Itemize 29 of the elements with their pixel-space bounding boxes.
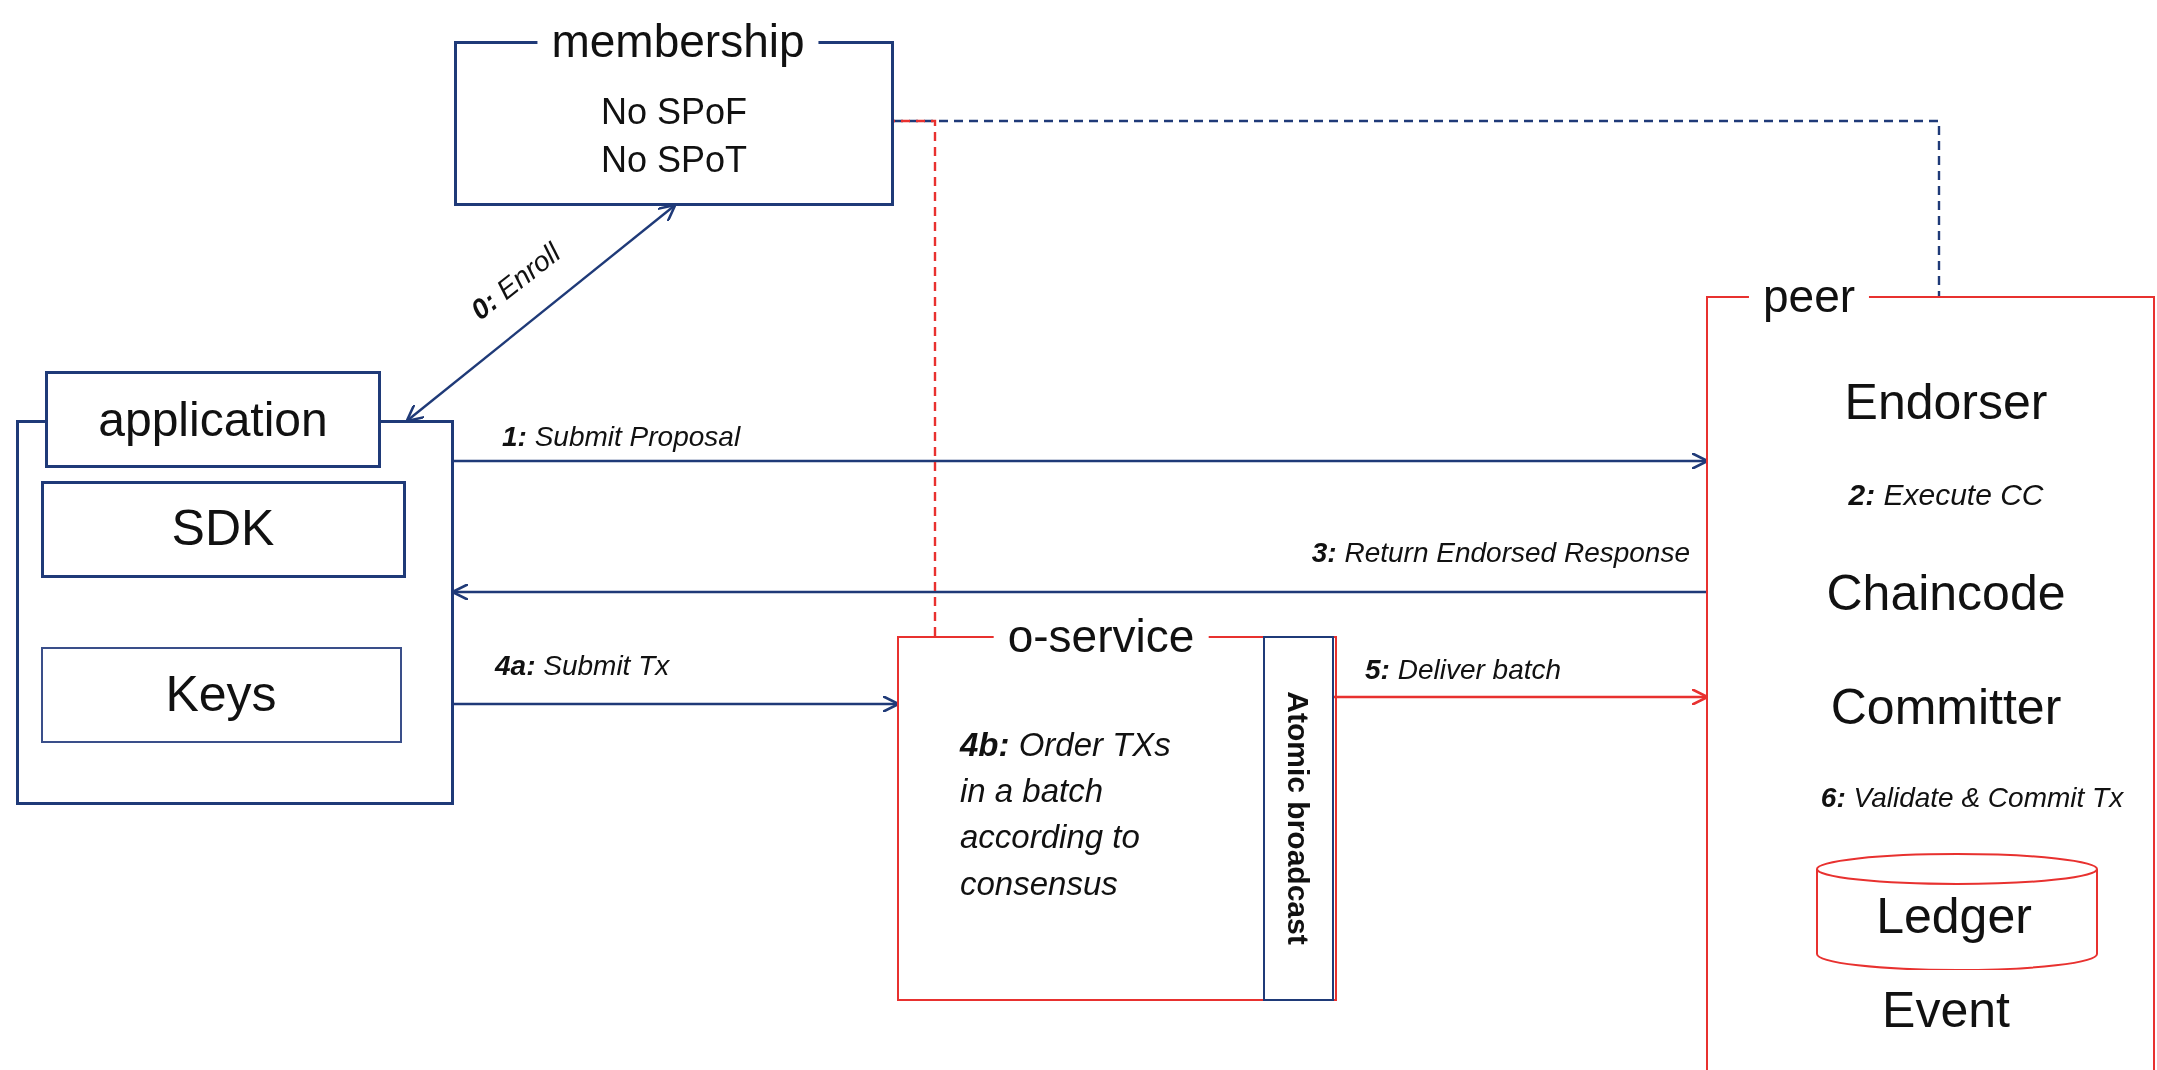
- edge-label: 1: Submit Proposal: [502, 421, 741, 453]
- component-box: [41, 647, 402, 743]
- arrow: [1334, 687, 1709, 707]
- dashed-connector: [894, 119, 937, 636]
- node-label: Ledger: [1876, 888, 2032, 946]
- step-description: 4b: Order TXs in a batch according to consensus: [960, 725, 1172, 904]
- ledger-cylinder: [1816, 853, 2098, 970]
- edge-label: 5: Deliver batch: [1365, 654, 1562, 686]
- node-label: 2: Execute CC: [1848, 477, 2044, 513]
- node-label: Event: [1882, 982, 2010, 1040]
- arrow: [454, 694, 900, 714]
- node-label: 6: Validate & Commit Tx: [1820, 781, 2124, 815]
- arrow: [451, 582, 1706, 602]
- component-box: [41, 481, 406, 578]
- node-label: Committer: [1830, 679, 2062, 737]
- node-label: Keys: [165, 666, 277, 724]
- edge-label: 4a: Submit Tx: [495, 650, 670, 682]
- node-label: SDK: [171, 500, 275, 558]
- vertical-label: Atomic broadcast: [1281, 691, 1316, 945]
- node-label: Endorser: [1844, 374, 2048, 432]
- node-label: No SPoF: [600, 91, 748, 133]
- heading-label: application: [45, 371, 381, 468]
- broadcast-box: [1263, 636, 1334, 1001]
- node-label: No SPoT: [600, 139, 748, 181]
- arrow: [405, 203, 677, 423]
- arrow: [454, 451, 1709, 471]
- node-label: Chaincode: [1826, 565, 2066, 623]
- dashed-connector: [894, 119, 1941, 296]
- edge-label: 3: Return Endorsed Response: [1311, 537, 1690, 569]
